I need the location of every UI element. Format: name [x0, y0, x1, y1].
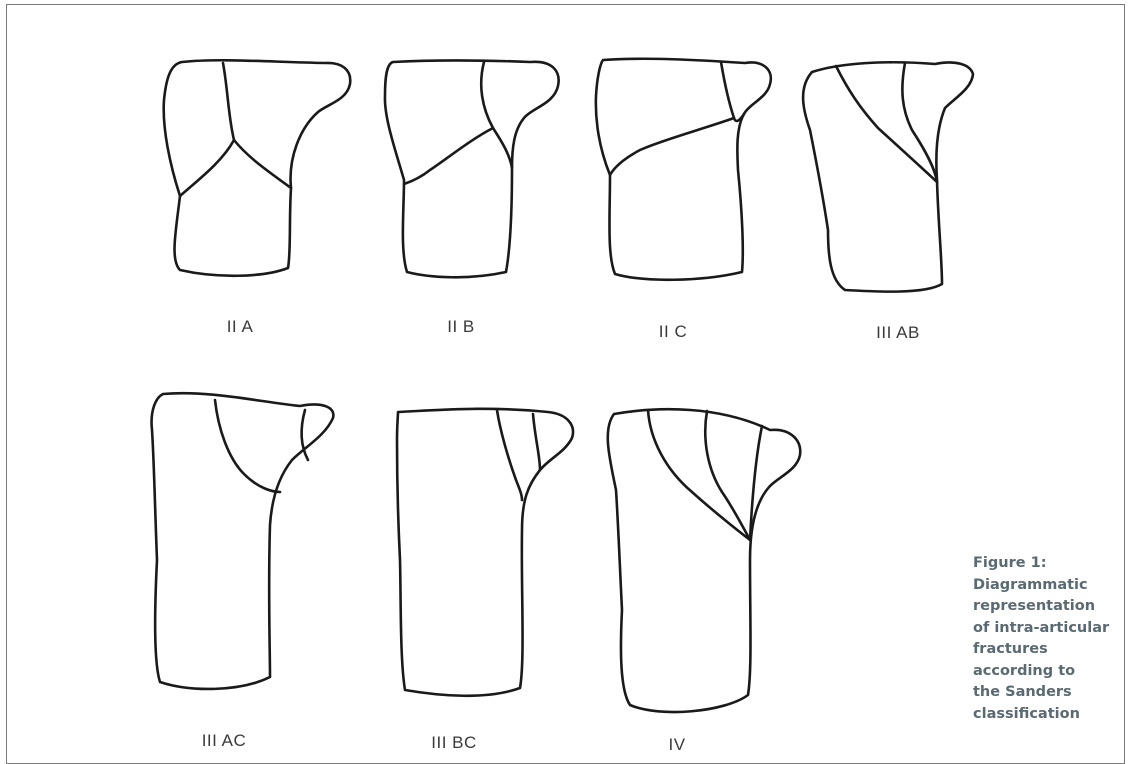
label-iia: II A [227, 317, 254, 337]
caption-line: classification [973, 704, 1118, 726]
fracture-diagram-iiiab [803, 62, 973, 291]
label-iiiab: III AB [876, 323, 920, 343]
caption-line: fractures [973, 639, 1118, 661]
label-iiibc: III BC [431, 733, 477, 753]
label-iib: II B [447, 317, 475, 337]
label-iv: IV [668, 735, 685, 755]
caption-line: Figure 1: [973, 553, 1118, 575]
caption-line: the Sanders [973, 682, 1118, 704]
fracture-diagram-iiibc [397, 409, 573, 696]
caption-line: of intra-articular [973, 618, 1118, 640]
fracture-diagram-iic [596, 59, 771, 280]
figure-caption: Figure 1: Diagrammatic representation of… [973, 553, 1118, 725]
caption-line: representation [973, 596, 1118, 618]
fracture-diagram-iib [385, 61, 559, 278]
label-iiiac: III AC [202, 731, 247, 751]
fracture-diagram-iiiac [152, 393, 334, 689]
caption-line: Diagrammatic [973, 575, 1118, 597]
fracture-diagram-iv [608, 409, 800, 712]
fracture-diagram-iia [164, 60, 351, 276]
caption-line: according to [973, 661, 1118, 683]
label-iic: II C [659, 322, 687, 342]
